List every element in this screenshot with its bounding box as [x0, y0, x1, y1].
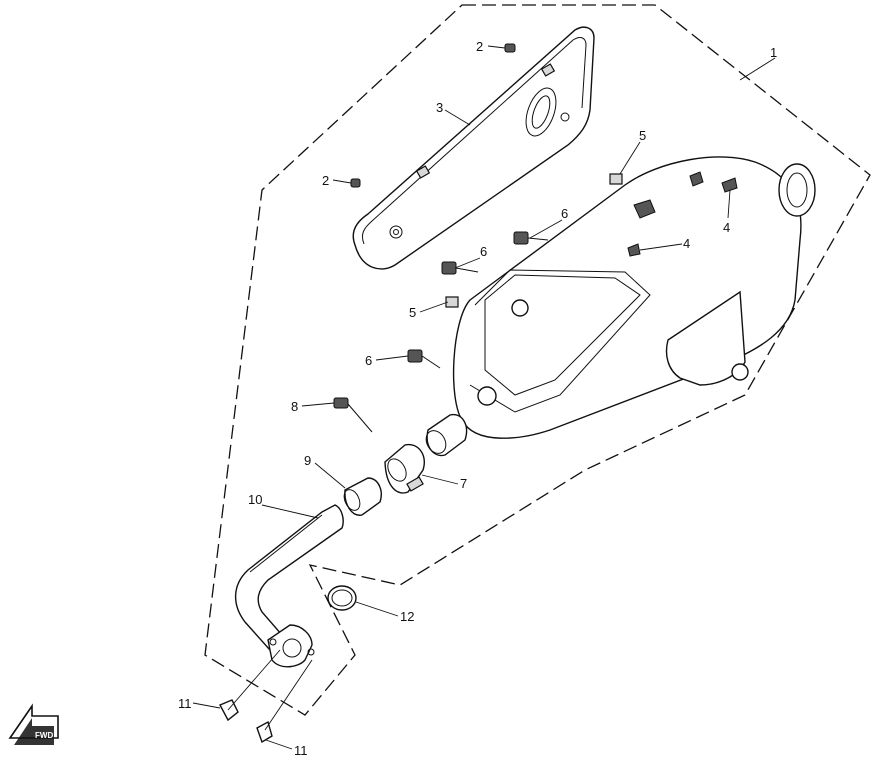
callout-4-mid: 4: [683, 236, 690, 251]
leader-lines: [192, 45, 776, 750]
callout-1: 1: [770, 45, 777, 60]
callout-11-left: 11: [178, 696, 192, 711]
forward-arrow-icon: FWD: [8, 703, 59, 745]
callout-12: 12: [400, 609, 414, 624]
callout-5-upper: 5: [639, 128, 646, 143]
nut-5-upper: [609, 173, 623, 185]
callout-4-right: 4: [723, 220, 730, 235]
bracket-bolt: [633, 171, 704, 219]
clamp: [384, 443, 425, 494]
callout-2-lower: 2: [322, 173, 329, 188]
fwd-label: FWD: [35, 731, 53, 740]
callout-2-upper: 2: [476, 39, 483, 54]
callout-6-middle: 6: [480, 244, 487, 259]
stud-11-right: [256, 720, 273, 744]
bolt-8: [333, 397, 373, 433]
callout-5-lower: 5: [409, 305, 416, 320]
bolt-6-upper: [513, 231, 549, 245]
washer-4-right: [721, 177, 738, 193]
callout-6-upper: 6: [561, 206, 568, 221]
muffler-inlet-stub: [425, 413, 468, 457]
bolt-6-lower: [407, 349, 441, 369]
callout-11-right: 11: [294, 743, 308, 758]
bolt-6-middle: [441, 261, 479, 275]
bolt-upper-shield: [504, 43, 516, 53]
stud-11-left: [219, 699, 239, 722]
callout-10: 10: [248, 492, 262, 507]
bolt-lower-shield: [350, 178, 361, 188]
gasket-ring: [327, 585, 357, 611]
muffler: [452, 156, 816, 439]
callout-7: 7: [460, 476, 467, 491]
callout-6-lower: 6: [365, 353, 372, 368]
exhaust-pipe: [234, 504, 344, 668]
assembly-boundary: [204, 4, 871, 716]
washer-4-mid: [627, 243, 641, 257]
sleeve: [343, 477, 382, 516]
nut-5-lower: [445, 296, 459, 308]
callout-3: 3: [436, 100, 443, 115]
callout-8: 8: [291, 399, 298, 414]
callout-9: 9: [304, 453, 311, 468]
heat-shield: [352, 26, 595, 270]
